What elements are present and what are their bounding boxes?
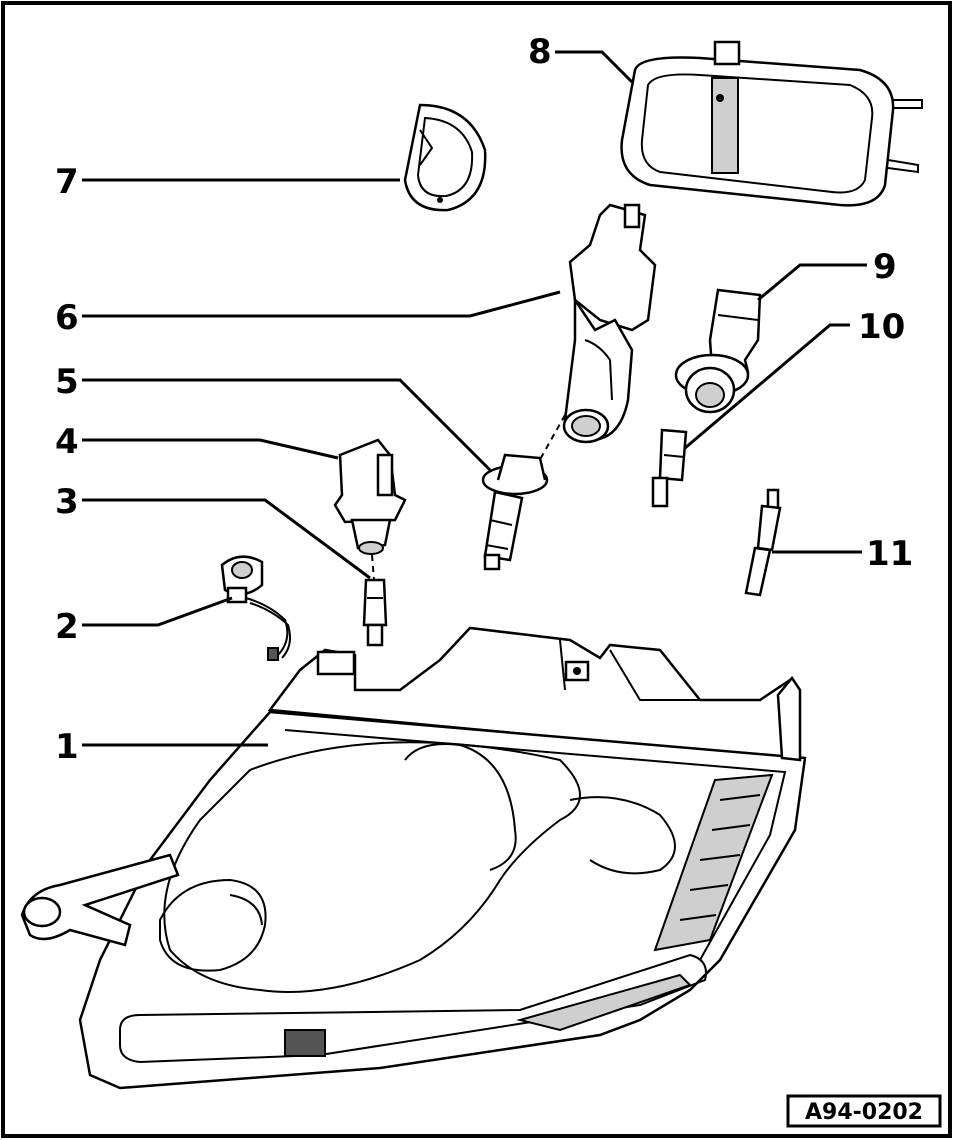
leader-5 xyxy=(82,378,492,472)
leader-8 xyxy=(555,50,634,84)
part-4-socket xyxy=(333,438,407,555)
leader-9 xyxy=(757,263,867,302)
part-8-cover xyxy=(620,40,923,207)
part-9-socket xyxy=(674,288,762,414)
leader-6 xyxy=(82,290,561,318)
leader-10 xyxy=(684,323,850,450)
leader-4 xyxy=(82,438,339,460)
assembly-axis-3 xyxy=(371,554,375,581)
part-3-bulb xyxy=(362,578,388,647)
part-11-bulb xyxy=(744,488,782,597)
part-6-holder xyxy=(562,203,657,444)
assembly-axis-5 xyxy=(519,414,566,496)
leader-2 xyxy=(82,596,233,627)
callout-7: 7 xyxy=(55,162,79,202)
callout-3: 3 xyxy=(55,482,79,522)
callout-5: 5 xyxy=(55,362,79,402)
part-7-gasket xyxy=(403,103,487,212)
part-5-bulb xyxy=(481,453,549,571)
callout-4: 4 xyxy=(55,422,79,462)
callout-11: 11 xyxy=(866,534,913,574)
callout-2: 2 xyxy=(55,607,79,647)
callout-10: 10 xyxy=(858,307,905,347)
leader-3 xyxy=(82,498,371,580)
callout-6: 6 xyxy=(55,298,79,338)
part-1-headlight-housing xyxy=(20,626,807,1090)
callout-9: 9 xyxy=(873,247,897,287)
callout-1: 1 xyxy=(55,727,79,767)
part-10-bulb xyxy=(651,428,688,508)
reference-code: A94-0202 xyxy=(805,1100,923,1125)
part-2-bulb-wire xyxy=(220,555,291,661)
reference-code-box xyxy=(786,1094,942,1128)
callout-8: 8 xyxy=(528,32,552,72)
